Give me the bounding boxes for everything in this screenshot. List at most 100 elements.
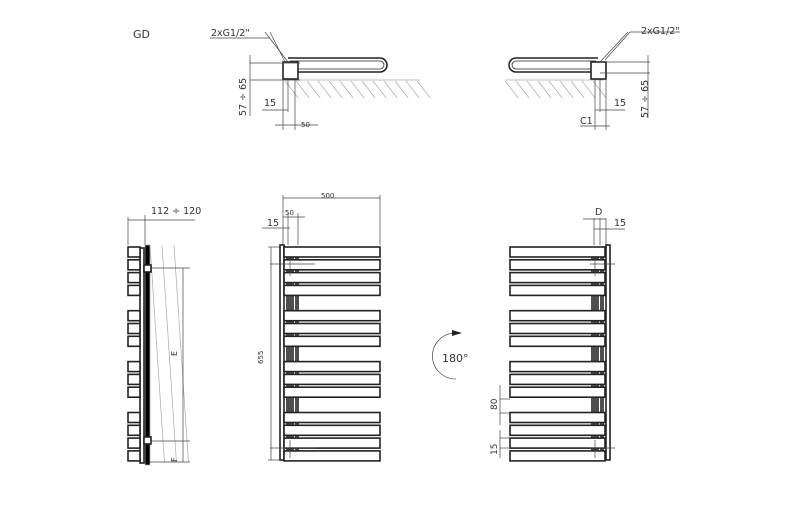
bar-section-side: [127, 450, 141, 462]
towel-bar: [283, 309, 381, 322]
leader-line: [269, 31, 286, 63]
towel-bar: [283, 322, 381, 335]
bar-section-side: [127, 309, 141, 322]
dimension-line: [599, 31, 629, 63]
wall-hatch: [350, 80, 365, 99]
wall-hatch: [161, 244, 177, 463]
wall-hatch: [317, 80, 332, 99]
wall-hatch: [295, 80, 310, 99]
wall-hatch: [372, 80, 387, 99]
dimension-line: [604, 31, 631, 61]
towel-bar: [283, 360, 381, 373]
bar-section-side: [127, 271, 141, 284]
tr-height-label: 57 ÷ 65: [640, 80, 651, 118]
towel-bar: [283, 284, 381, 297]
bar-section-side: [127, 437, 141, 449]
bar-section-side: [127, 246, 141, 258]
bar-section-side: [127, 424, 141, 437]
valve-block: [590, 61, 607, 80]
towel-bar: [283, 411, 381, 424]
towel-bar: [509, 424, 606, 437]
towel-bar: [283, 424, 381, 437]
towel-bar: [283, 246, 381, 258]
wall-hatch: [149, 244, 165, 463]
tl-height-label: 57 ÷ 65: [238, 78, 249, 116]
side-depth-label: 112 ÷ 120: [151, 206, 201, 217]
wall-hatch: [526, 80, 541, 99]
wall-face: [144, 244, 151, 466]
wall-hatch: [581, 80, 596, 99]
towel-bar: [283, 271, 381, 284]
bar-section-side: [127, 335, 141, 348]
model-label: GD: [133, 28, 150, 41]
wall-hatch: [306, 80, 321, 99]
front-collector-label: 50: [285, 209, 294, 217]
side-e-label: E: [170, 351, 179, 356]
rot-bar-label: 15: [490, 444, 500, 455]
towel-bar: [509, 246, 606, 258]
wall-hatch: [173, 244, 189, 463]
towel-bar: [509, 373, 606, 386]
bar-section-side: [127, 322, 141, 335]
towel-bar: [509, 322, 606, 335]
towel-bar: [509, 411, 606, 424]
towel-bar-inner: [511, 60, 596, 70]
towel-bar: [509, 360, 606, 373]
rotation-arrowhead: [452, 330, 462, 336]
leader-line: [264, 31, 289, 63]
towel-bar: [509, 309, 606, 322]
rotation-label: 180°: [442, 352, 469, 365]
tr-c1-label: C1: [580, 116, 593, 127]
towel-bar: [283, 386, 381, 399]
towel-bar: [509, 335, 606, 348]
wall-hatch: [515, 80, 530, 99]
rotation-arc: [432, 332, 457, 380]
wall-hatch: [416, 80, 431, 99]
front-offset-label: 15: [267, 218, 279, 229]
towel-bar: [509, 271, 606, 284]
wall-hatch: [328, 80, 343, 99]
tl-offset-label: 15: [264, 98, 276, 109]
rot-d-label: D: [595, 207, 602, 218]
tr-connection-label: 2xG1/2": [641, 26, 680, 37]
front-height-label: 655: [257, 351, 265, 364]
wall-hatch: [361, 80, 376, 99]
towel-bar: [509, 450, 606, 462]
towel-bar: [509, 284, 606, 297]
wall-hatch: [405, 80, 420, 99]
side-f-label: F: [170, 457, 179, 462]
wall-hatch: [559, 80, 574, 99]
towel-bar: [283, 437, 381, 449]
collector-pipe: [279, 244, 285, 461]
wall-bracket: [143, 436, 152, 445]
drawing-shapes: [127, 31, 680, 466]
rot-offset-label: 15: [614, 218, 626, 229]
collector-side: [139, 247, 145, 464]
front-width-label: 500: [321, 192, 334, 200]
rot-gap-label: 80: [490, 398, 500, 410]
wall-hatch: [504, 80, 519, 99]
towel-bar: [509, 386, 606, 399]
wall-hatch: [537, 80, 552, 99]
towel-bar: [509, 437, 606, 449]
tr-offset-label: 15: [614, 98, 626, 109]
towel-bar: [283, 450, 381, 462]
bar-section-side: [127, 373, 141, 386]
towel-bar: [509, 258, 606, 271]
bar-section-side: [127, 284, 141, 297]
wall-hatch: [383, 80, 398, 99]
bar-section-side: [127, 360, 141, 373]
bar-section-side: [127, 386, 141, 399]
wall-hatch: [394, 80, 409, 99]
towel-bar: [283, 258, 381, 271]
wall-hatch: [570, 80, 585, 99]
towel-bar-plan: [288, 57, 388, 73]
valve-block: [282, 61, 299, 80]
towel-bar-plan: [508, 57, 598, 73]
towel-bar: [283, 373, 381, 386]
collector-pipe: [605, 244, 611, 461]
bar-section-side: [127, 411, 141, 424]
wall-hatch: [284, 80, 299, 99]
towel-bar: [283, 335, 381, 348]
